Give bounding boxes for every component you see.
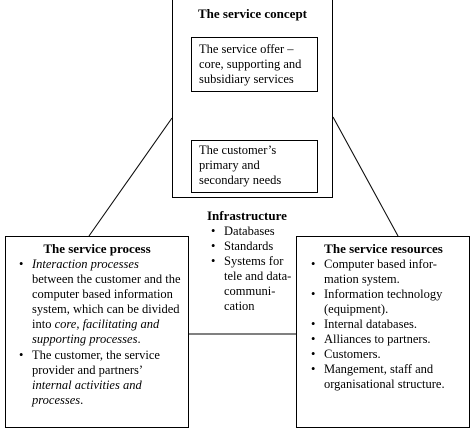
service-resources-title: The service resources	[324, 241, 443, 256]
service-offer-text: The service offer – core, supporting and…	[199, 42, 302, 86]
interaction-processes-text: Interaction processes	[32, 257, 139, 271]
service-resources-list: Computer based infor-mation system. Info…	[311, 257, 465, 392]
service-process-title: The service process	[43, 241, 151, 256]
customer-needs-text: The customer’s primary and secondary nee…	[199, 143, 282, 187]
infrastructure-block: Infrastructure Databases Standards Syste…	[203, 208, 299, 314]
service-resources-item: Customers.	[311, 347, 465, 362]
process-types-text: core, facilitating and supporting proces…	[32, 317, 160, 346]
item-text: .	[137, 332, 141, 346]
item-text: The customer, the service provider and p…	[32, 348, 160, 377]
internal-activities-text: internal activities and processes	[32, 378, 142, 407]
infrastructure-item: Systems for tele and data-communi-cation	[211, 254, 294, 314]
service-process-item: Interaction processes between the custom…	[19, 257, 182, 347]
service-resources-item: Mangement, staff and organisational stru…	[311, 362, 465, 392]
service-resources-item: Alliances to partners.	[311, 332, 465, 347]
right-connector-line	[332, 116, 399, 237]
service-concept-title: The service concept	[197, 6, 308, 21]
service-resources-item: Information technology (equipment).	[311, 287, 465, 317]
infrastructure-item: Databases	[211, 224, 294, 239]
infrastructure-title: Infrastructure	[207, 208, 287, 223]
infrastructure-list: Databases Standards Systems for tele and…	[211, 224, 294, 314]
infrastructure-item: Standards	[211, 239, 294, 254]
service-process-list: Interaction processes between the custom…	[19, 257, 182, 408]
item-text: between the customer and the computer ba…	[32, 272, 181, 331]
service-resources-item: Internal databases.	[311, 317, 465, 332]
service-offer-box: The service offer – core, supporting and…	[191, 37, 318, 92]
left-connector-line	[88, 117, 173, 237]
service-resources-item: Computer based infor-mation system.	[311, 257, 465, 287]
service-process-item: The customer, the service provider and p…	[19, 348, 182, 408]
service-resources-box: The service resources Computer based inf…	[296, 236, 470, 428]
item-text: .	[80, 393, 84, 407]
customer-needs-box: The customer’s primary and secondary nee…	[191, 140, 318, 193]
service-process-box: The service process Interaction processe…	[5, 236, 189, 428]
